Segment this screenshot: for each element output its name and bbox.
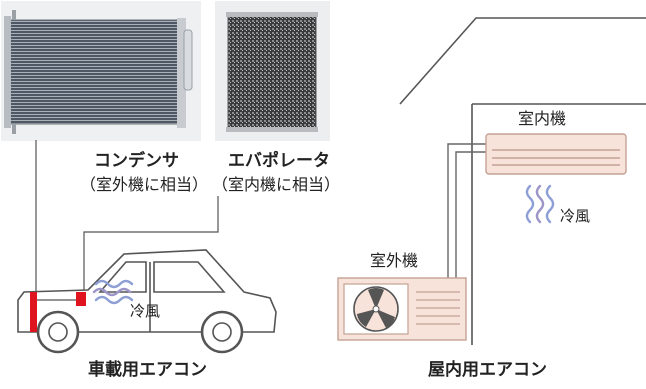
evaporator-leader-line [83,196,219,292]
outdoor-unit-label: 室外機 [370,251,419,270]
house-cool-air-label: 冷風 [560,207,591,225]
car-caption: 車載用エアコン [88,360,207,380]
evaporator-photo [215,1,330,141]
indoor-unit-label: 室内機 [518,109,567,128]
house-wind-icon [525,184,555,224]
evaporator-marker [76,292,86,306]
condenser-photo [1,1,201,141]
refrigerant-pipes [447,143,486,280]
outdoor-unit [337,277,467,341]
house-caption: 屋内用エアコン [428,360,547,380]
car-illustration [17,249,277,354]
evaporator-note: （室内機に相当） [212,175,341,194]
condenser-note: （室外機に相当） [80,175,209,194]
car-wind-icon [92,279,134,305]
condenser-marker [30,292,37,332]
evaporator-label: エバポレータ [228,151,330,171]
car-cool-air-label: 冷風 [130,302,161,320]
condenser-label: コンデンサ [94,151,179,171]
indoor-unit [485,133,627,175]
